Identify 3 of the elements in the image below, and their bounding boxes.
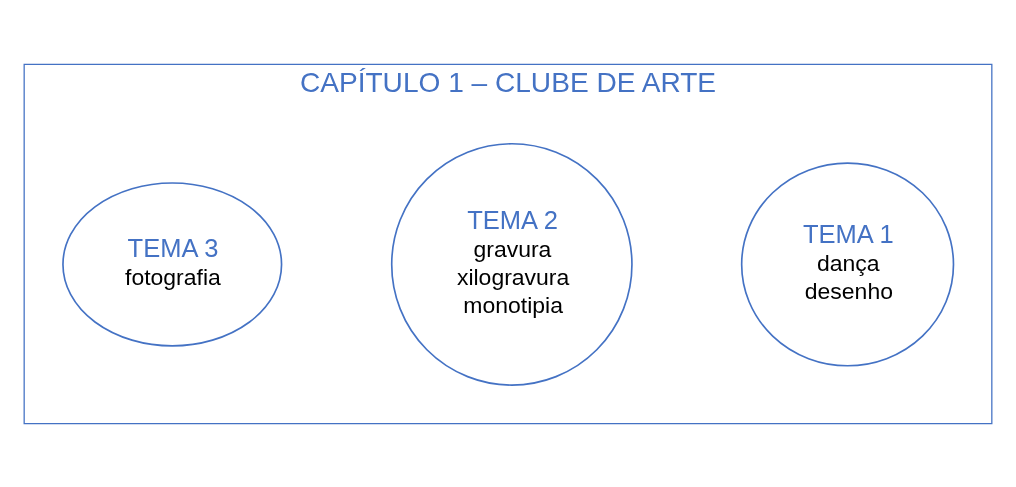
node-circle: TEMA 2 gravura xilogravura monotipia (390, 142, 633, 386)
node-circle: TEMA 1 dança desenho (740, 161, 955, 367)
node-ellipse: TEMA 3 fotografia (62, 181, 283, 347)
